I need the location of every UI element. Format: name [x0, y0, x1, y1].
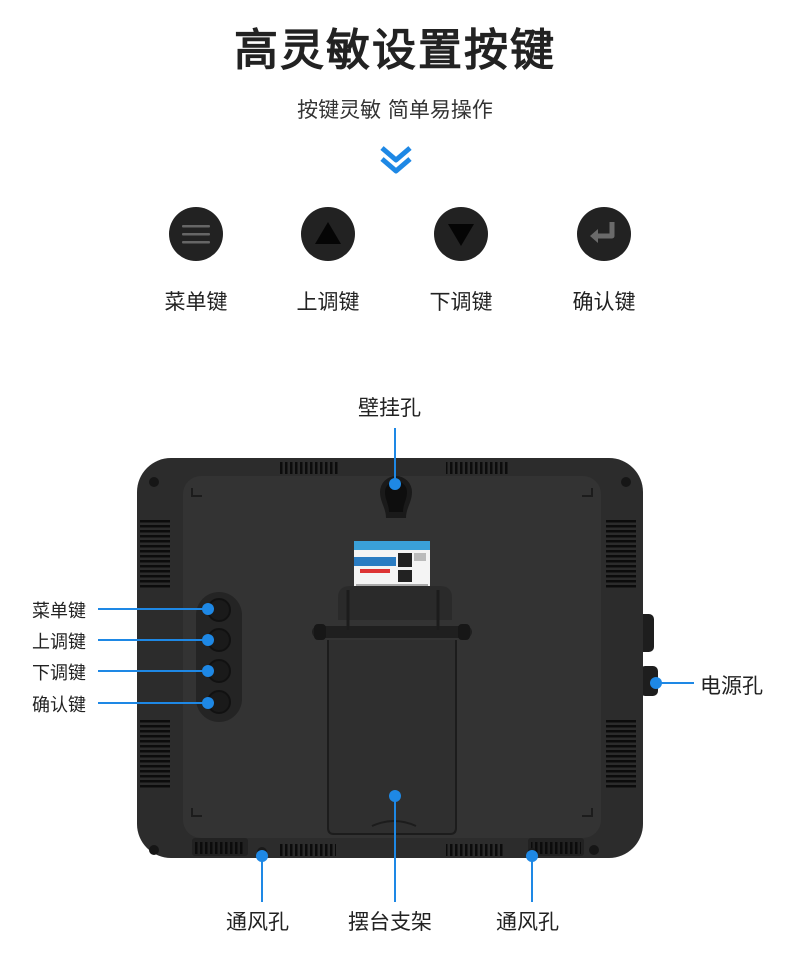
wall-hole-label: 壁挂孔	[358, 396, 421, 420]
menu-icon	[169, 207, 223, 261]
vent-right-label: 通风孔	[496, 910, 559, 934]
page-subtitle: 按键灵敏 简单易操作	[297, 98, 493, 122]
confirm-key-callout: 确认键	[32, 695, 86, 716]
page-title: 高灵敏设置按键	[234, 25, 556, 76]
vent-left-label: 通风孔	[226, 910, 289, 934]
menu-key-callout: 菜单键	[32, 601, 86, 622]
menu-key-label: 菜单键	[164, 290, 228, 314]
up-triangle-icon	[301, 207, 355, 261]
up-key-label: 上调键	[296, 290, 360, 314]
stand-label: 摆台支架	[348, 910, 432, 934]
down-key-label: 下调键	[429, 290, 493, 314]
down-key-callout: 下调键	[32, 663, 86, 684]
power-hole-label: 电源孔	[700, 674, 763, 698]
enter-return-icon	[577, 207, 631, 261]
chevron-down-icon	[380, 146, 412, 174]
down-triangle-icon	[434, 207, 488, 261]
confirm-key-label: 确认键	[572, 290, 636, 314]
up-key-callout: 上调键	[32, 632, 86, 653]
